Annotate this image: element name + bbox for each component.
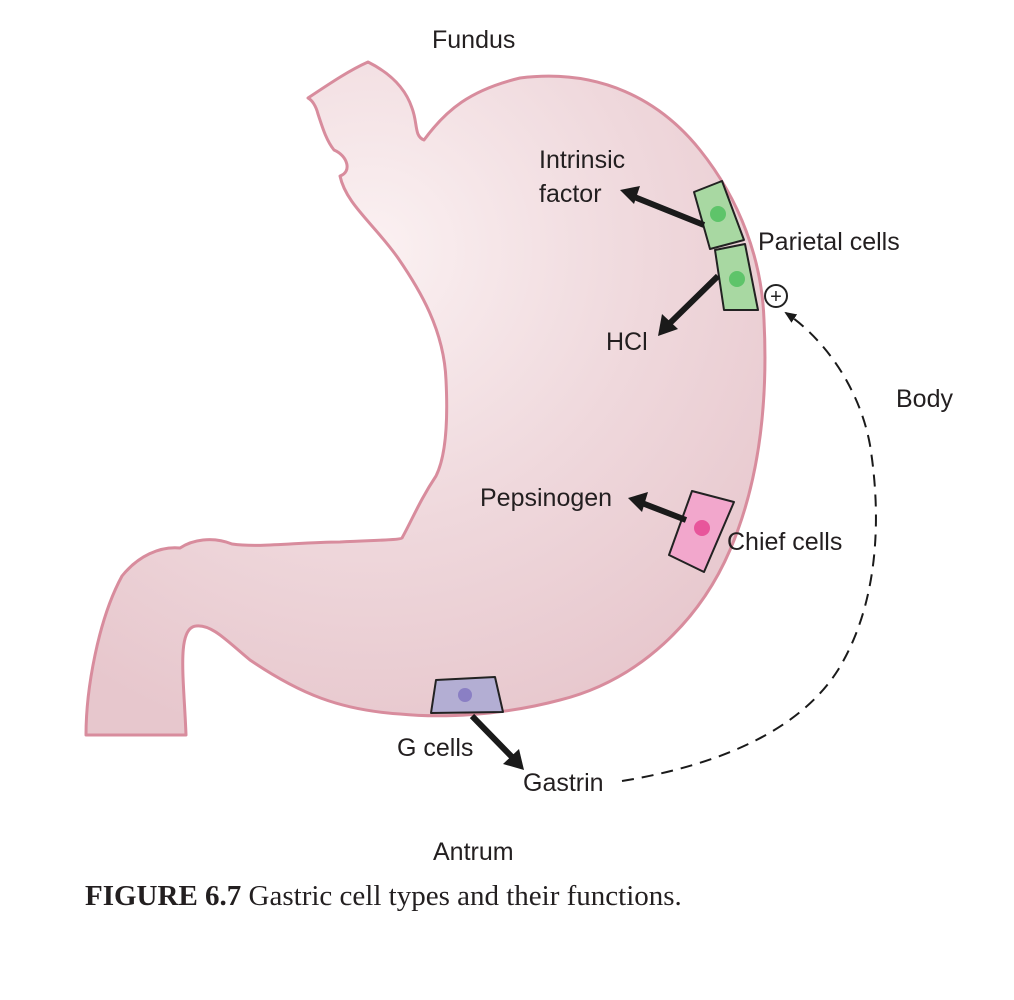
figure-caption-text: Gastric cell types and their functions. xyxy=(241,880,682,912)
gastrin-label: Gastrin xyxy=(523,769,604,797)
g-nucleus xyxy=(458,688,472,702)
gastrin-arrow xyxy=(469,713,515,760)
parietal-cell-upper xyxy=(693,180,745,250)
chief-cell xyxy=(668,490,735,573)
chief-cells-label: Chief cells xyxy=(727,528,842,556)
pepsinogen-label: Pepsinogen xyxy=(480,484,612,512)
intrinsic-factor-label-line1: Intrinsic xyxy=(539,146,625,174)
parietal-cell-lower xyxy=(714,243,759,311)
parietal-nucleus xyxy=(710,206,726,222)
gastrin-feedback-path xyxy=(621,311,877,782)
hcl-label: HCl xyxy=(606,328,648,356)
stomach-diagram: + Fundus Intrinsic factor Parietal cells… xyxy=(84,26,953,866)
stimulation-plus-icon: + xyxy=(764,284,788,308)
g-cells-label: G cells xyxy=(397,734,473,762)
parietal-nucleus xyxy=(729,271,745,287)
fundus-label: Fundus xyxy=(432,26,515,54)
figure-number: FIGURE 6.7 xyxy=(85,880,242,912)
intrinsic-factor-label-line2: factor xyxy=(539,180,602,208)
g-cell xyxy=(430,676,504,714)
hcl-arrow xyxy=(665,273,721,328)
svg-text:+: + xyxy=(770,286,782,308)
antrum-label: Antrum xyxy=(433,838,514,866)
stomach-outline xyxy=(84,60,767,737)
body-label: Body xyxy=(896,385,953,413)
chief-nucleus xyxy=(694,520,710,536)
intrinsic-factor-arrow xyxy=(630,193,706,228)
parietal-cells-label: Parietal cells xyxy=(758,228,900,256)
figure-caption: FIGURE 6.7 Gastric cell types and their … xyxy=(85,880,985,913)
pepsinogen-arrow xyxy=(640,500,688,523)
